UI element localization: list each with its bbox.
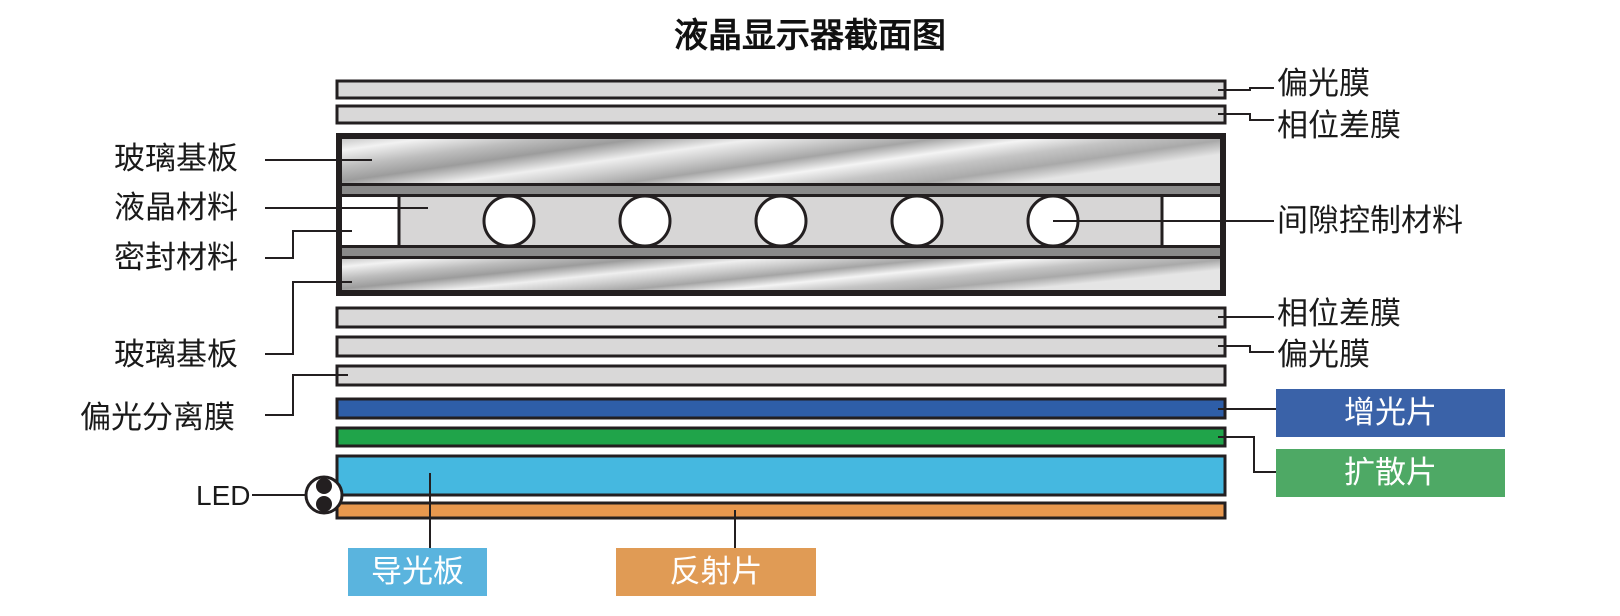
spacer-ball <box>482 194 536 248</box>
electrode-strip-bottom <box>342 248 1220 256</box>
spacer-ball <box>890 194 944 248</box>
box-light-guide: 导光板 <box>348 548 487 596</box>
leader-lines-left <box>252 159 428 496</box>
label-sealant: 密封材料 <box>114 240 238 276</box>
brightness-enhancement-film <box>335 397 1227 420</box>
glass-substrate-bottom <box>342 259 1220 290</box>
spacer-ball <box>618 194 672 248</box>
glass-substrate-top <box>342 139 1220 183</box>
diagram-title: 液晶显示器截面图 <box>674 16 946 56</box>
box-diffuser: 扩散片 <box>1276 449 1505 497</box>
leader-lines-right <box>429 87 1276 548</box>
box-reflector: 反射片 <box>616 548 816 596</box>
retarder-film-bottom <box>335 306 1227 329</box>
led-dot-bottom <box>316 496 332 512</box>
polarization-separation-film <box>335 364 1227 387</box>
label-retarder-top: 相位差膜 <box>1277 108 1401 144</box>
label-led: LED <box>196 480 251 511</box>
led-dot-top <box>316 478 332 494</box>
sealant-left <box>342 197 398 245</box>
diffuser-film <box>335 426 1227 448</box>
label-polarizer-bottom: 偏光膜 <box>1277 337 1370 373</box>
polarizer-film-bottom <box>335 335 1227 358</box>
label-glass-substrate-bottom: 玻璃基板 <box>114 337 238 373</box>
label-liquid-crystal: 液晶材料 <box>114 190 238 226</box>
label-polarizer-top: 偏光膜 <box>1277 66 1370 102</box>
polarizer-film-top <box>335 79 1227 100</box>
electrode-strip-top <box>342 186 1220 194</box>
label-glass-substrate-top: 玻璃基板 <box>114 141 238 177</box>
label-retarder-bottom: 相位差膜 <box>1277 296 1401 332</box>
label-polarization-separation: 偏光分离膜 <box>80 400 235 436</box>
light-guide-plate <box>335 454 1227 497</box>
spacer-ball <box>754 194 808 248</box>
label-spacer: 间隙控制材料 <box>1277 203 1463 239</box>
box-brightness-enhancement: 增光片 <box>1276 389 1505 437</box>
retarder-film-top <box>335 104 1227 125</box>
reflector-sheet <box>335 501 1227 520</box>
